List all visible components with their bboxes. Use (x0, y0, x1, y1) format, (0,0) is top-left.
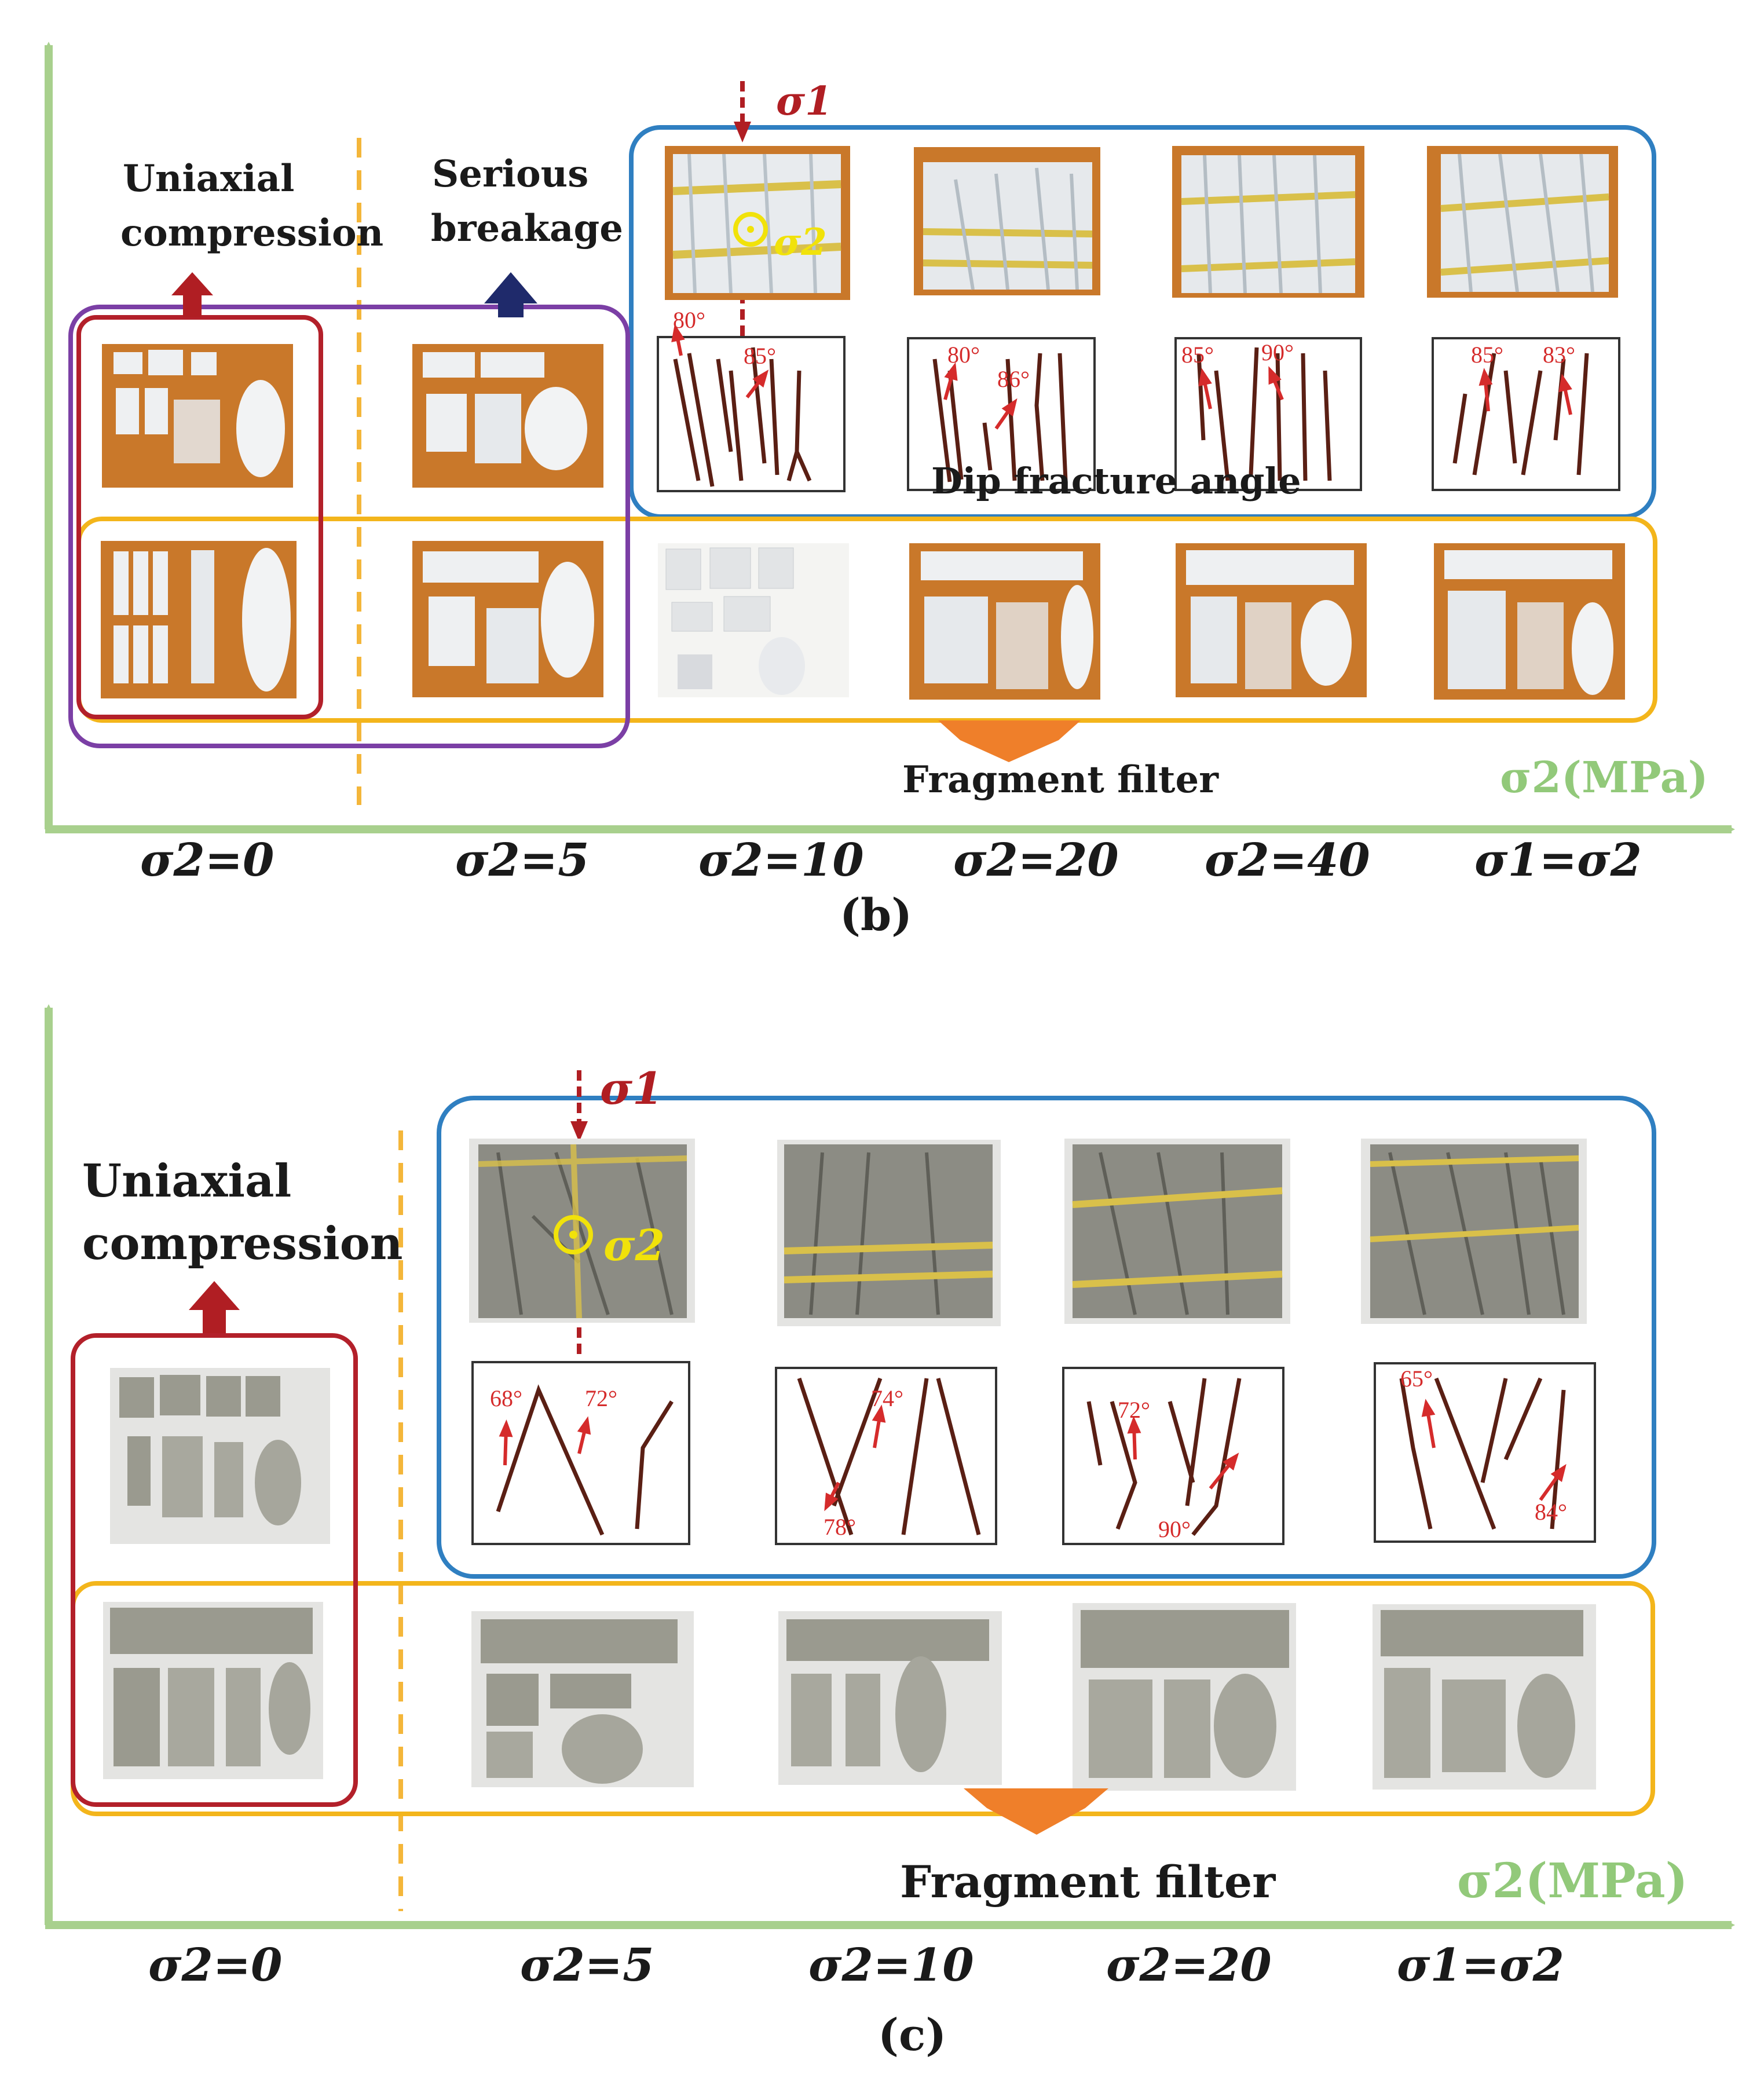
specimen-photo-b-1: σ2 (665, 146, 850, 300)
panel-c: Uniaxial compression σ1 σ2 (45, 1004, 1735, 2061)
uniaxial-label-b-1: Uniaxial (123, 157, 294, 200)
red-up-arrow-b (171, 272, 213, 317)
angle-b-4-b: 83° (1543, 342, 1575, 368)
caption-b: (b) (840, 889, 912, 941)
specimen-photos-b: σ2 (665, 146, 1618, 300)
fragment-photo-c-5 (471, 1611, 694, 1787)
angle-c-1-a: 68° (490, 1385, 522, 1411)
fracture-sketches-b: 80° 85° 80° 86° 85° 90° 85° 83° (657, 307, 1620, 492)
angle-c-3-a: 72° (1118, 1397, 1150, 1423)
fragment-photo-b-40 (1176, 543, 1367, 697)
angle-b-1-b: 85° (744, 343, 776, 369)
angle-b-1-a: 80° (673, 307, 705, 333)
angle-c-3-b: 90° (1158, 1516, 1191, 1542)
angle-b-3-b: 90° (1261, 339, 1294, 365)
angle-c-4-b: 84° (1535, 1499, 1567, 1525)
breakage-label-b-1: Serious (432, 152, 588, 196)
fragment-photo-b-5b (412, 541, 603, 697)
breakage-label-b-2: breakage (431, 207, 623, 250)
orange-arrow-b (938, 720, 1081, 762)
sigma2-label-c: σ2 (603, 1221, 665, 1271)
uniaxial-label-b-2: compression (120, 211, 383, 255)
red-box-c (71, 1333, 358, 1807)
angle-c-4-a: 65° (1400, 1366, 1433, 1392)
fragment-photo-b-0b (101, 541, 297, 698)
fragment-filter-c: Fragment filter (900, 1856, 1276, 1908)
blue-box-c (437, 1096, 1656, 1579)
fragment-photo-b-10 (658, 543, 849, 697)
angle-b-4-a: 85° (1471, 342, 1503, 368)
specimen-photo-c-3 (1064, 1139, 1290, 1324)
x-labels-c: σ2=0 σ2=5 σ2=10 σ2=20 σ1=σ2 (148, 1939, 1564, 1992)
x-label-b-0: σ2=0 (140, 834, 274, 887)
specimen-photo-b-2 (914, 147, 1100, 295)
axis-unit-b: σ2(MPa) (1500, 753, 1708, 803)
fragment-photo-c-20 (1073, 1603, 1296, 1791)
fragment-photo-c-0a (110, 1368, 330, 1544)
x-labels-b: σ2=0 σ2=5 σ2=10 σ2=20 σ2=40 σ1=σ2 (140, 834, 1642, 887)
fragment-photo-b-0a (102, 344, 293, 488)
fragment-photo-c-10 (778, 1611, 1002, 1785)
fragment-photo-c-0b (103, 1602, 323, 1779)
x-label-c-0: σ2=0 (148, 1939, 282, 1992)
angle-c-2-b: 78° (824, 1514, 856, 1540)
purple-box-b (68, 305, 630, 748)
specimen-photos-c: σ2 (469, 1139, 1587, 1326)
x-label-b-3: σ2=20 (953, 834, 1119, 887)
specimen-photo-c-2 (777, 1140, 1001, 1326)
fragment-filter-b: Fragment filter (902, 758, 1219, 802)
sigma1-label-b: σ1 (776, 78, 832, 125)
fragment-photos-b (101, 344, 1625, 700)
orange-arrow-c (964, 1788, 1108, 1835)
fragment-photo-c-eq (1373, 1604, 1596, 1790)
specimen-photo-b-3 (1172, 146, 1364, 298)
angle-c-2-a: 74° (871, 1385, 903, 1411)
angle-b-2-b: 86° (997, 366, 1030, 392)
fragment-photos-c (103, 1368, 1596, 1791)
specimen-photo-b-4 (1427, 146, 1618, 298)
yellow-box-b (76, 517, 1657, 723)
x-label-b-5: σ1=σ2 (1474, 834, 1642, 887)
sigma2-label-b: σ2 (774, 221, 827, 264)
panel-b: Uniaxial compression Serious breakage σ1… (45, 42, 1735, 941)
angle-c-1-b: 72° (585, 1385, 617, 1411)
fracture-sketches-c: 68° 72° 74° 78° 72° 90° 65° 84° (471, 1361, 1596, 1545)
uniaxial-label-c-1: Uniaxial (82, 1155, 291, 1208)
fragment-photo-b-20 (909, 543, 1100, 700)
caption-c: (c) (878, 2009, 946, 2061)
fragment-photo-b-eq (1434, 543, 1625, 700)
angle-b-2-a: 80° (947, 342, 980, 368)
axis-unit-c: σ2(MPa) (1457, 1853, 1688, 1909)
specimen-photo-c-1: σ2 (469, 1139, 695, 1323)
angle-b-3-a: 85° (1181, 342, 1214, 368)
red-up-arrow-c (189, 1281, 240, 1333)
fragment-photo-b-5a (412, 344, 603, 488)
x-label-b-4: σ2=40 (1205, 834, 1370, 887)
x-label-c-2: σ2=10 (808, 1939, 974, 1992)
x-label-c-3: σ2=20 (1106, 1939, 1272, 1992)
sigma1-label-c: σ1 (600, 1063, 663, 1114)
dip-fracture-label-b: Dip fracture angle (931, 460, 1301, 502)
x-label-c-1: σ2=5 (520, 1939, 654, 1992)
x-label-b-2: σ2=10 (698, 834, 864, 887)
navy-up-arrow-b (484, 272, 537, 317)
uniaxial-label-c-2: compression (82, 1217, 403, 1270)
x-label-b-1: σ2=5 (455, 834, 589, 887)
x-label-c-4: σ1=σ2 (1397, 1939, 1564, 1992)
specimen-photo-c-4 (1361, 1139, 1587, 1324)
